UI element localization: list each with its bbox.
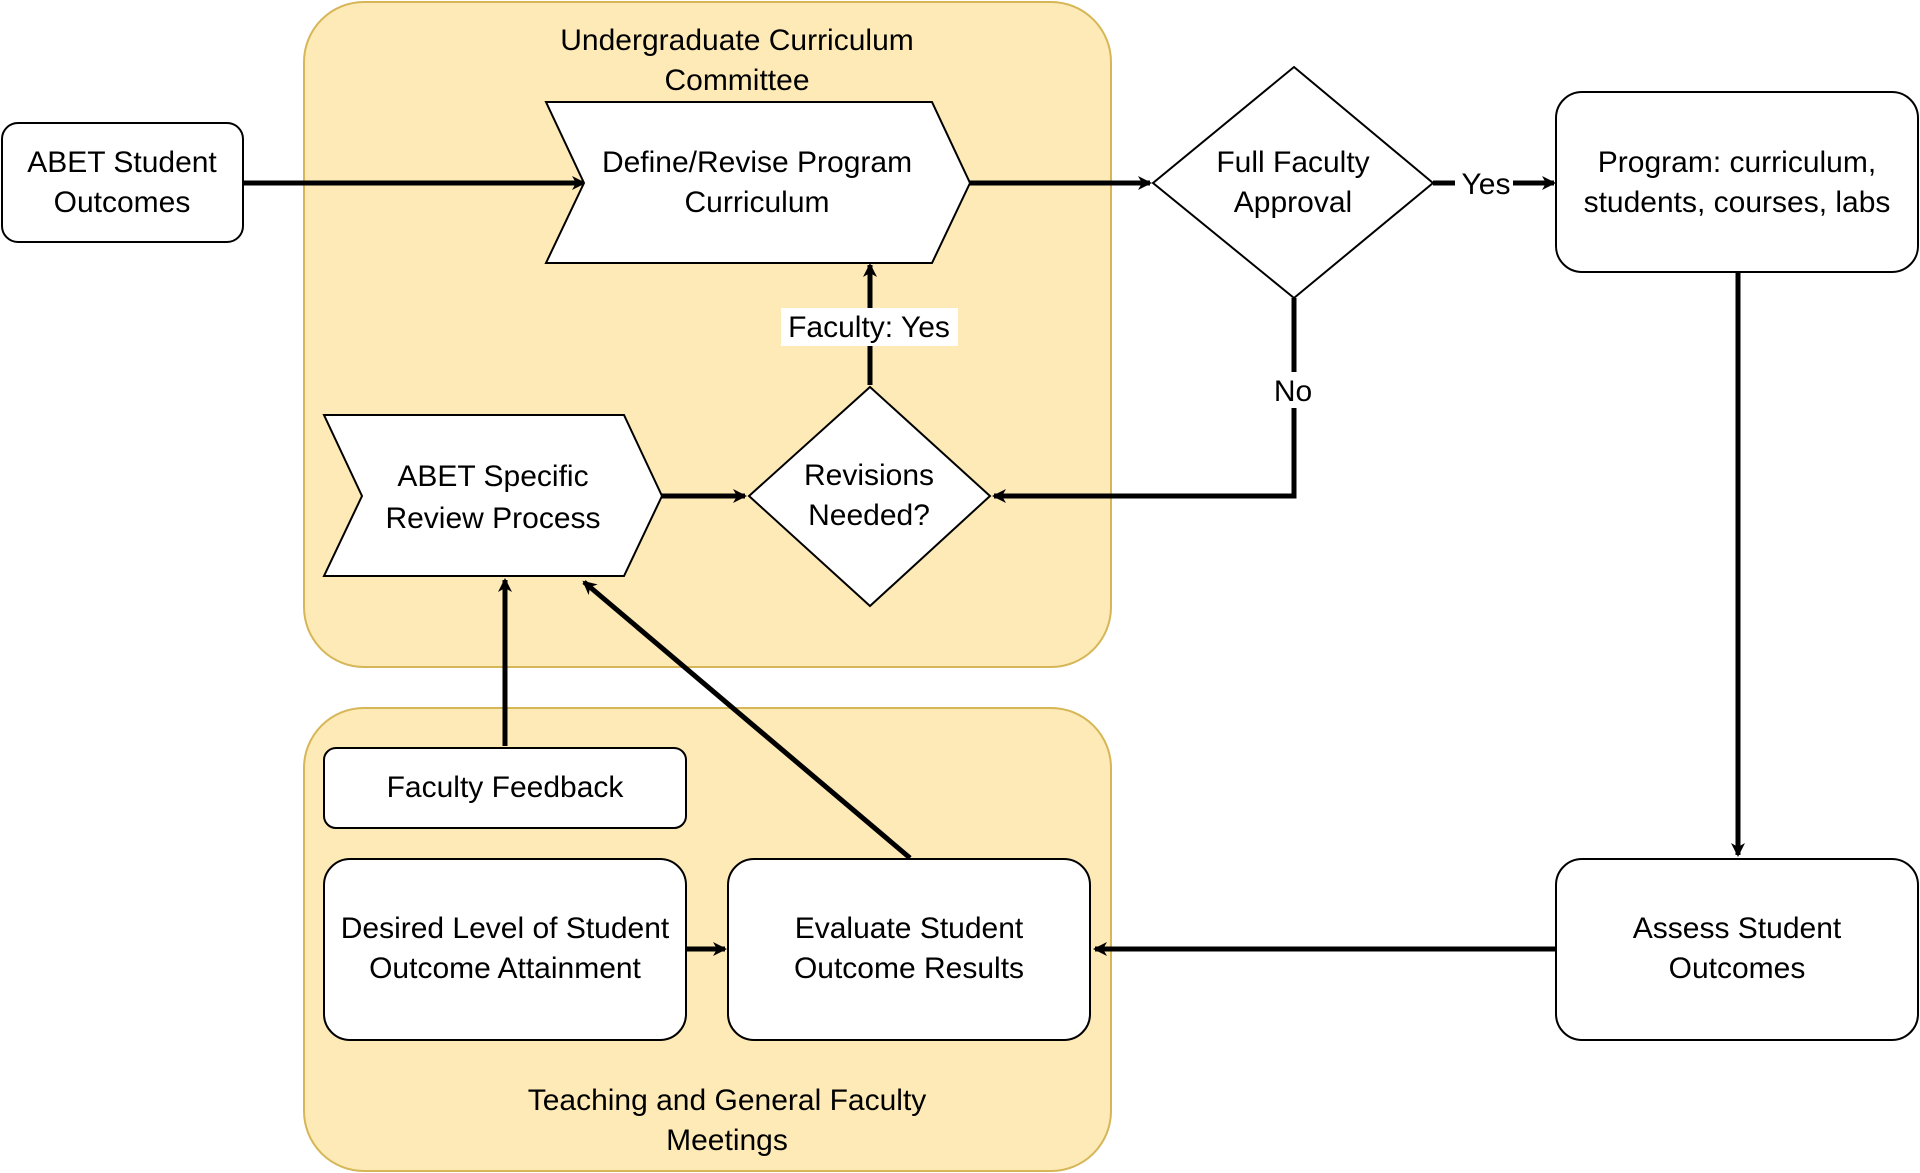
- node-evaluate-results-line2: Outcome Results: [794, 952, 1024, 985]
- node-full-faculty-approval[interactable]: Full Faculty Approval: [1151, 65, 1435, 300]
- node-evaluate-results[interactable]: Evaluate Student Outcome Results: [727, 858, 1091, 1041]
- node-evaluate-results-box[interactable]: [727, 858, 1091, 1041]
- node-assess-outcomes[interactable]: Assess Student Outcomes: [1555, 858, 1919, 1041]
- node-abet-review-process[interactable]: ABET Specific Review Process: [322, 414, 664, 577]
- node-desired-level-line2: Outcome Attainment: [369, 952, 641, 985]
- group-curriculum-committee-title-1: Undergraduate Curriculum: [560, 24, 914, 57]
- node-define-revise-curriculum[interactable]: Define/Revise Program Curriculum: [544, 101, 972, 264]
- node-abet-student-outcomes-line1: ABET Student: [27, 146, 217, 179]
- node-abet-review-process-line1: ABET Specific: [397, 460, 588, 493]
- node-abet-review-process-line2: Review Process: [385, 502, 600, 535]
- node-revisions-needed-shape[interactable]: [747, 385, 992, 608]
- node-desired-level[interactable]: Desired Level of Student Outcome Attainm…: [323, 858, 687, 1041]
- edge-approval-no-to-revisions: [992, 298, 1297, 503]
- node-define-revise-curriculum-line1: Define/Revise Program: [602, 146, 912, 179]
- node-program-box[interactable]: [1555, 91, 1919, 273]
- node-faculty-feedback-line1: Faculty Feedback: [387, 771, 625, 804]
- edge-label-faculty-yes-text: Faculty: Yes: [788, 311, 950, 344]
- node-abet-student-outcomes-line2: Outcomes: [54, 186, 191, 219]
- node-desired-level-line1: Desired Level of Student: [341, 912, 670, 945]
- edge-label-approval-yes: Yes: [1455, 165, 1513, 201]
- node-program[interactable]: Program: curriculum, students, courses, …: [1555, 91, 1919, 273]
- node-evaluate-results-line1: Evaluate Student: [795, 912, 1024, 945]
- node-full-faculty-approval-line1: Full Faculty: [1216, 146, 1369, 179]
- edge-label-faculty-yes: Faculty: Yes: [781, 308, 958, 346]
- edge-label-yes: Yes: [1462, 168, 1511, 201]
- node-revisions-needed-line2: Needed?: [808, 499, 930, 532]
- node-abet-student-outcomes-box[interactable]: [1, 122, 244, 243]
- group-teaching-meetings-title-2: Meetings: [666, 1124, 788, 1157]
- edges: [243, 176, 1745, 956]
- node-program-line1: Program: curriculum,: [1598, 146, 1876, 179]
- node-assess-outcomes-line2: Outcomes: [1669, 952, 1806, 985]
- node-define-revise-curriculum-shape[interactable]: [544, 101, 972, 264]
- node-define-revise-curriculum-line2: Curriculum: [684, 186, 829, 219]
- node-revisions-needed[interactable]: Revisions Needed?: [747, 385, 992, 608]
- node-full-faculty-approval-line2: Approval: [1234, 186, 1352, 219]
- edge-label-approval-no: No: [1266, 372, 1322, 408]
- node-faculty-feedback[interactable]: Faculty Feedback: [323, 747, 687, 829]
- node-full-faculty-approval-shape[interactable]: [1151, 65, 1435, 300]
- group-teaching-meetings-title-1: Teaching and General Faculty: [528, 1084, 927, 1117]
- node-assess-outcomes-box[interactable]: [1555, 858, 1919, 1041]
- node-assess-outcomes-line1: Assess Student: [1633, 912, 1842, 945]
- node-abet-student-outcomes[interactable]: ABET Student Outcomes: [1, 122, 244, 243]
- node-desired-level-box[interactable]: [323, 858, 687, 1041]
- edge-label-no: No: [1274, 375, 1312, 408]
- node-revisions-needed-line1: Revisions: [804, 459, 934, 492]
- node-abet-review-process-shape[interactable]: [322, 414, 664, 577]
- node-program-line2: students, courses, labs: [1584, 186, 1891, 219]
- group-curriculum-committee-title-2: Committee: [664, 64, 809, 97]
- edge-evaluate-to-review: [582, 580, 912, 860]
- node-faculty-feedback-box[interactable]: [323, 747, 687, 829]
